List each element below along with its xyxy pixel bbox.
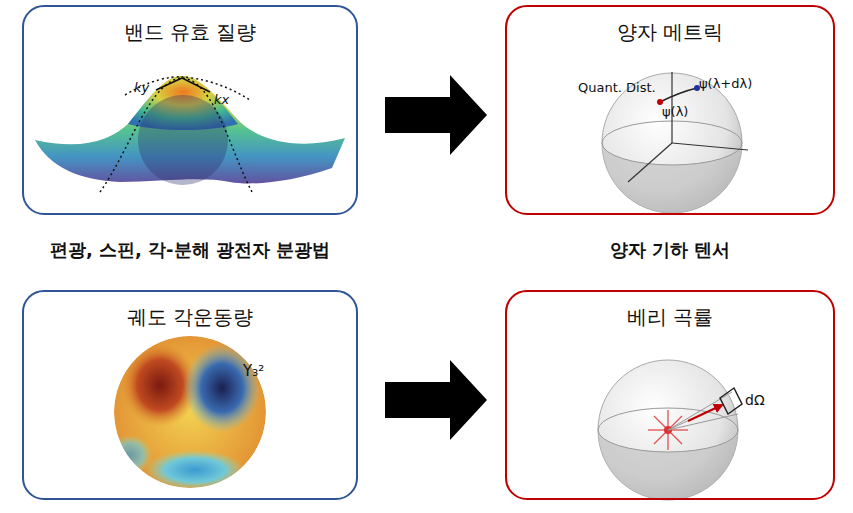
orbital-sphere [108, 336, 266, 490]
block-arrow [385, 75, 487, 155]
box-title: 밴드 유효 질량 [24, 7, 356, 46]
state-label: ψ(λ) [662, 104, 688, 119]
state-label: ψ(λ+dλ) [699, 76, 752, 91]
box-title: 궤도 각운동량 [24, 292, 356, 331]
box-title: 양자 메트릭 [507, 7, 833, 46]
tensor-caption: 양자 기하 텐서 [610, 238, 731, 262]
band-surface [35, 76, 345, 192]
berry-curvature-box: 베리 곡률 [505, 290, 835, 500]
solid-angle-label: dΩ [745, 392, 765, 408]
flux-sphere [598, 360, 742, 500]
method-caption: 편광, 스핀, 각-분해 광전자 분광법 [50, 238, 330, 262]
orbital-momentum-box: 궤도 각운동량 [22, 290, 358, 500]
axis-label: kx [214, 92, 229, 107]
axis-label: ky [134, 80, 149, 95]
box-title: 베리 곡률 [507, 292, 833, 331]
block-arrow [385, 360, 487, 440]
harmonic-label: Y₃² [243, 362, 264, 380]
effective-mass-box: 밴드 유효 질량 [22, 5, 358, 215]
distance-label: Quant. Dist. [578, 80, 656, 95]
